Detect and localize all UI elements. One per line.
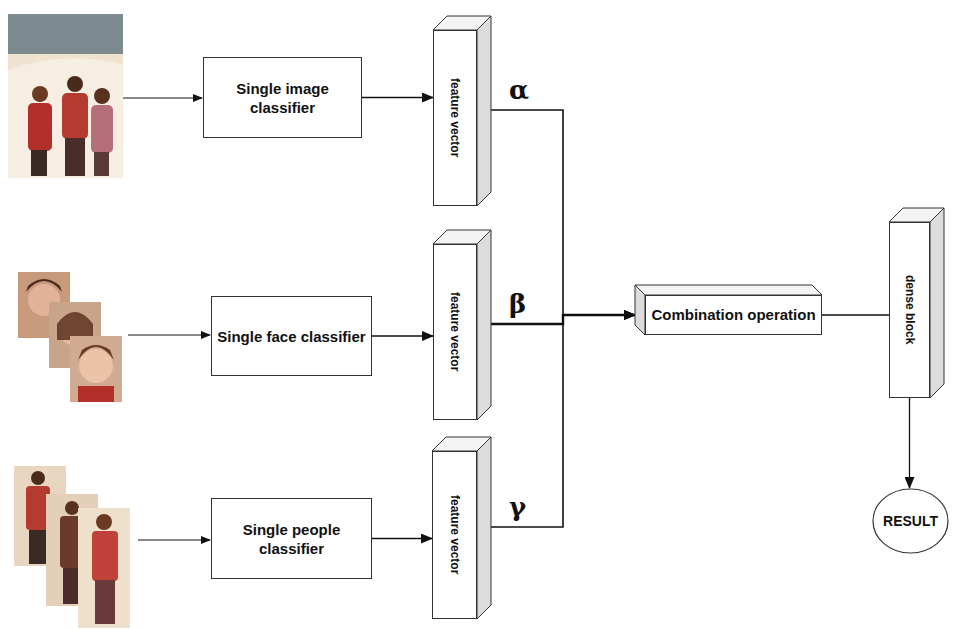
person-crops — [14, 466, 130, 628]
node-label: feature vector — [448, 78, 462, 157]
edge-label: γ — [507, 493, 528, 521]
classifier-box: Single image classifier — [203, 57, 362, 138]
block-3d-face — [432, 437, 493, 621]
edge-label: α — [507, 76, 531, 104]
node-label: feature vector — [448, 292, 462, 371]
connector-arrow — [909, 398, 910, 488]
dense-block: dense block — [889, 222, 930, 398]
connector-arrow — [372, 538, 432, 539]
node-label: Single image classifier — [204, 79, 361, 117]
feature-vector-block: feature vector — [432, 451, 477, 619]
classifier-box: Single face classifier — [211, 296, 372, 376]
block-3d-face — [433, 16, 493, 208]
connector-arrow — [372, 335, 433, 336]
edge-label: β — [507, 290, 528, 318]
face-crops — [18, 272, 122, 402]
combination-block: Combination operation — [645, 295, 822, 335]
node-label: Single face classifier — [217, 327, 365, 346]
input-arrow — [128, 334, 210, 335]
connector-arrow — [491, 110, 635, 315]
block-3d-face — [889, 208, 946, 400]
group-photo — [8, 14, 123, 178]
feature-vector-block: feature vector — [433, 244, 477, 420]
input-arrow — [123, 97, 202, 98]
connector-arrow — [491, 315, 635, 527]
node-label: feature vector — [448, 495, 462, 574]
node-label: Combination operation — [651, 306, 815, 324]
connector-arrow — [822, 314, 889, 315]
connector-arrow — [362, 97, 433, 98]
node-label: Single people classifier — [212, 520, 371, 558]
input-arrow — [138, 539, 210, 540]
feature-vector-block: feature vector — [433, 30, 477, 206]
classifier-box: Single people classifier — [211, 498, 372, 579]
node-label: RESULT — [883, 513, 938, 529]
node-label: dense block — [903, 275, 917, 344]
result-ellipse: RESULT — [872, 488, 949, 554]
block-3d-face — [433, 230, 493, 422]
